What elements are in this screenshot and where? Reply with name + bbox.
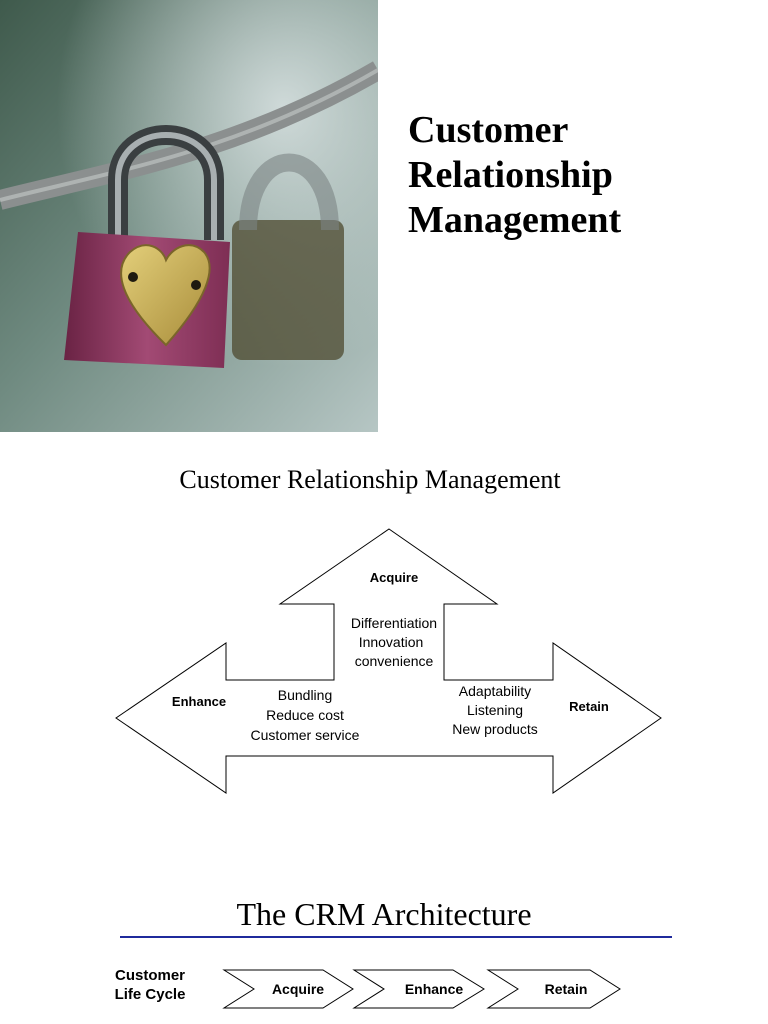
chevron-retain <box>486 969 621 1009</box>
slide1-title-line-2: Relationship <box>408 154 613 196</box>
padlock-photo <box>0 0 378 432</box>
acquire-item-1: Differentiation <box>350 615 438 631</box>
enhance-label: Enhance <box>171 694 227 709</box>
enhance-item-2: Reduce cost <box>266 707 344 723</box>
title-underline <box>120 936 672 938</box>
slide1-title: Customer Relationship Management <box>408 108 748 243</box>
slide1-title-line-3: Management <box>408 199 622 241</box>
retain-item-3: New products <box>452 721 538 737</box>
chevron-enhance <box>352 969 485 1009</box>
slide2-title: Customer Relationship Management <box>179 465 561 494</box>
slide3-title: The CRM Architecture <box>236 896 532 932</box>
slide1-title-line-1: Customer <box>408 109 569 151</box>
lifecycle-label: Customer Life Cycle <box>100 966 200 1004</box>
chevron-acquire <box>222 969 354 1009</box>
stage-enhance-label: Enhance <box>404 981 464 997</box>
retain-item-1: Adaptability <box>458 683 532 699</box>
lifecycle-label-line-2: Life Cycle <box>114 986 186 1003</box>
lifecycle-label-line-1: Customer <box>114 967 185 984</box>
stage-acquire-label: Acquire <box>271 981 325 997</box>
acquire-label: Acquire <box>369 570 419 585</box>
enhance-item-1: Bundling <box>277 687 333 703</box>
retain-item-2: Listening <box>466 702 524 718</box>
acquire-item-3: convenience <box>354 653 434 669</box>
enhance-item-3: Customer service <box>250 727 360 743</box>
stage-retain-label: Retain <box>544 981 588 997</box>
retain-label: Retain <box>569 699 609 714</box>
crm-arrows-shape <box>115 528 662 794</box>
acquire-item-2: Innovation <box>358 634 424 650</box>
